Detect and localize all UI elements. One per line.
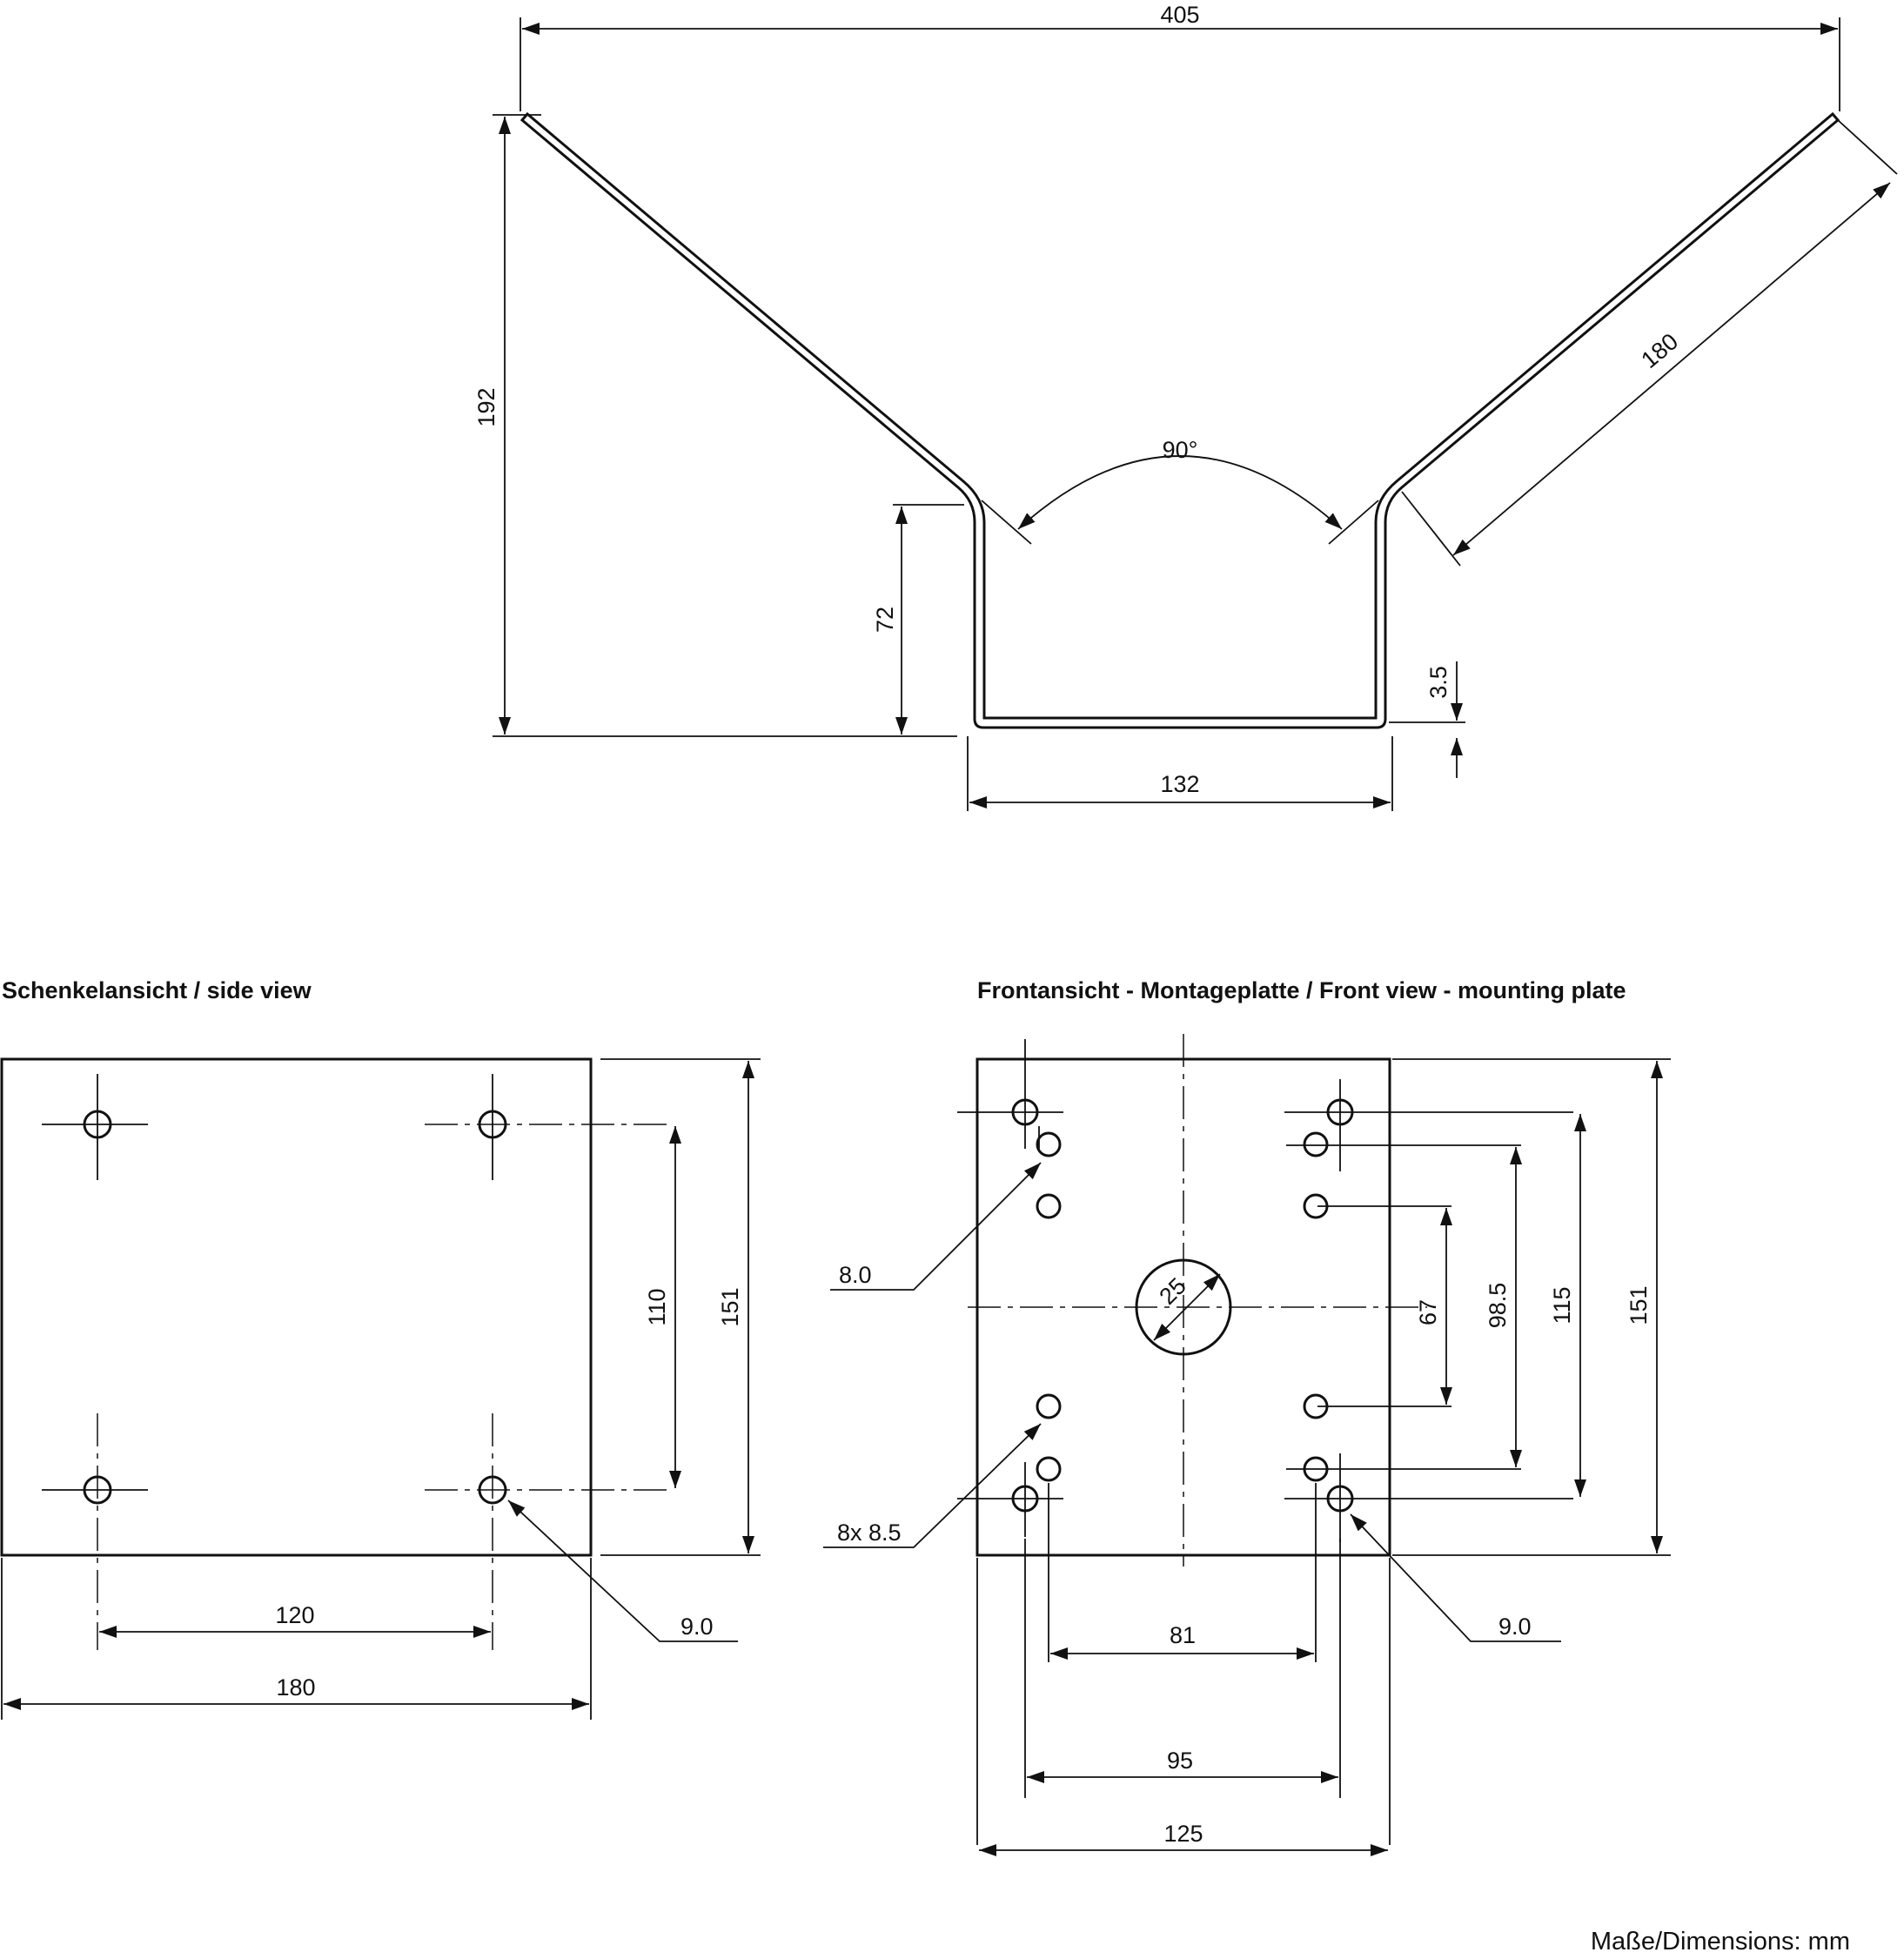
dim-base-width-132: 132 [1160,771,1199,797]
front-hole [1303,1393,1329,1419]
front-dim-125: 125 [1163,1821,1203,1847]
top-view: 405 192 180 90° 72 3.5 132 [473,2,1898,811]
front-hole [1326,1098,1354,1126]
front-view-title: Frontansicht - Montageplatte / Front vie… [977,977,1626,1003]
front-dim-81: 81 [1170,1622,1196,1648]
center-hole-dia-25: 25 [1154,1272,1190,1309]
side-hole-dia-9-0: 9.0 [680,1613,714,1640]
side-hole [478,1475,507,1505]
dim-angle-90: 90° [1163,437,1198,463]
side-dim-180: 180 [276,1674,315,1701]
front-hole [1011,1098,1039,1126]
side-dim-110: 110 [644,1288,670,1325]
dim-base-height-72: 72 [872,607,898,633]
front-hole [1011,1485,1039,1513]
front-hole [1303,1131,1329,1157]
center-hole [1135,1258,1232,1356]
front-hole [1036,1131,1062,1157]
front-hole [1303,1456,1329,1482]
units-note: Maße/Dimensions: mm [1591,1928,1850,1956]
side-dim-120: 120 [275,1602,314,1628]
dim-thickness-3-5: 3.5 [1425,666,1451,699]
front-hole [1036,1193,1062,1219]
bracket-profile [520,111,1840,729]
front-hole [1326,1485,1354,1513]
front-hole-dia-8-0: 8.0 [839,1262,872,1288]
front-dim-67: 67 [1415,1299,1441,1325]
front-hole-dia-8x-8-5: 8x 8.5 [837,1520,902,1546]
dim-leg-180: 180 [1636,328,1683,373]
front-dim-115: 115 [1549,1286,1575,1324]
front-dim-151: 151 [1626,1285,1652,1325]
side-hole [478,1110,507,1139]
front-dim-98-5: 98.5 [1485,1283,1511,1329]
side-hole [83,1475,112,1505]
side-plate [0,1057,593,1557]
side-view-title: Schenkelansicht / side view [2,977,312,1003]
front-hole [1303,1193,1329,1219]
side-hole [83,1110,112,1139]
dim-height-192: 192 [473,387,499,426]
side-dim-151: 151 [717,1287,743,1326]
front-hole [1036,1456,1062,1482]
side-view: Schenkelansicht / side view 110 151 120 … [0,977,761,1720]
front-hole-dia-9-0: 9.0 [1498,1613,1532,1640]
front-hole [1036,1393,1062,1419]
front-dim-95: 95 [1167,1748,1193,1774]
dim-width-405: 405 [1160,2,1199,28]
front-view: Frontansicht - Montageplatte / Front vie… [823,977,1671,1856]
